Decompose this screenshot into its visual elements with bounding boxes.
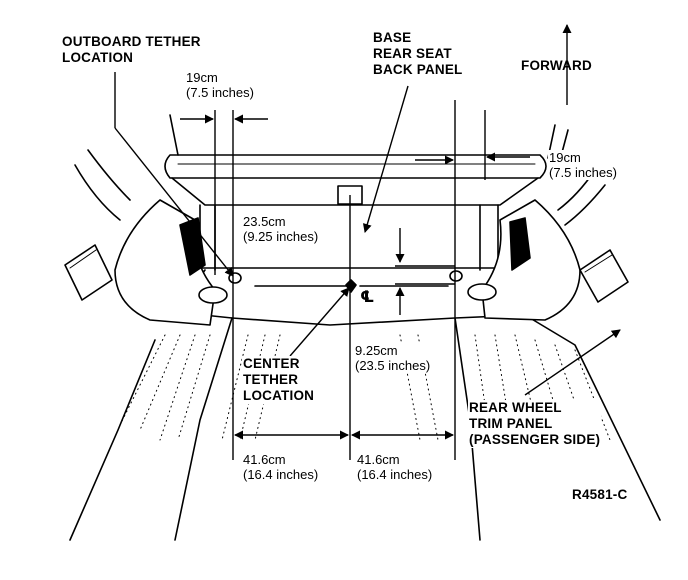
left-body-curve <box>74 164 121 221</box>
base-rear-seat-back-panel-label: BASE REAR SEAT BACK PANEL <box>373 30 463 77</box>
center-tether-label: CENTER TETHER LOCATION <box>242 356 316 404</box>
cargo-floor <box>69 267 661 541</box>
forward-label: FORWARD <box>521 58 592 73</box>
left-outboard-tether-point <box>228 272 242 284</box>
outboard-tether-label: OUTBOARD TETHER LOCATION <box>62 34 201 65</box>
figure-code: R4581-C <box>572 487 628 502</box>
span-left-measurement: 41.6cm (16.4 inches) <box>243 452 319 482</box>
right-outboard-tether-point <box>449 270 463 282</box>
rear-wheel-trim-panel-label: REAR WHEEL TRIM PANEL (PASSENGER SIDE) <box>468 400 602 448</box>
center-tether-point <box>345 279 357 293</box>
outboard-gap-left-measurement: 19cm (7.5 inches) <box>186 70 254 100</box>
outboard-gap-right-measurement: 19cm (7.5 inches) <box>548 150 618 180</box>
left-wheel-trim <box>64 199 228 326</box>
span-right-measurement: 41.6cm (16.4 inches) <box>357 452 433 482</box>
vertical-center-measurement: 23.5cm (9.25 inches) <box>242 214 320 244</box>
dimension-lines <box>114 24 621 460</box>
seat-back-bolster <box>164 154 547 206</box>
vertical-right-measurement: 9.25cm (23.5 inches) <box>354 343 432 373</box>
right-wheel-trim <box>467 199 629 321</box>
centerline-symbol: ℄ <box>360 289 375 306</box>
